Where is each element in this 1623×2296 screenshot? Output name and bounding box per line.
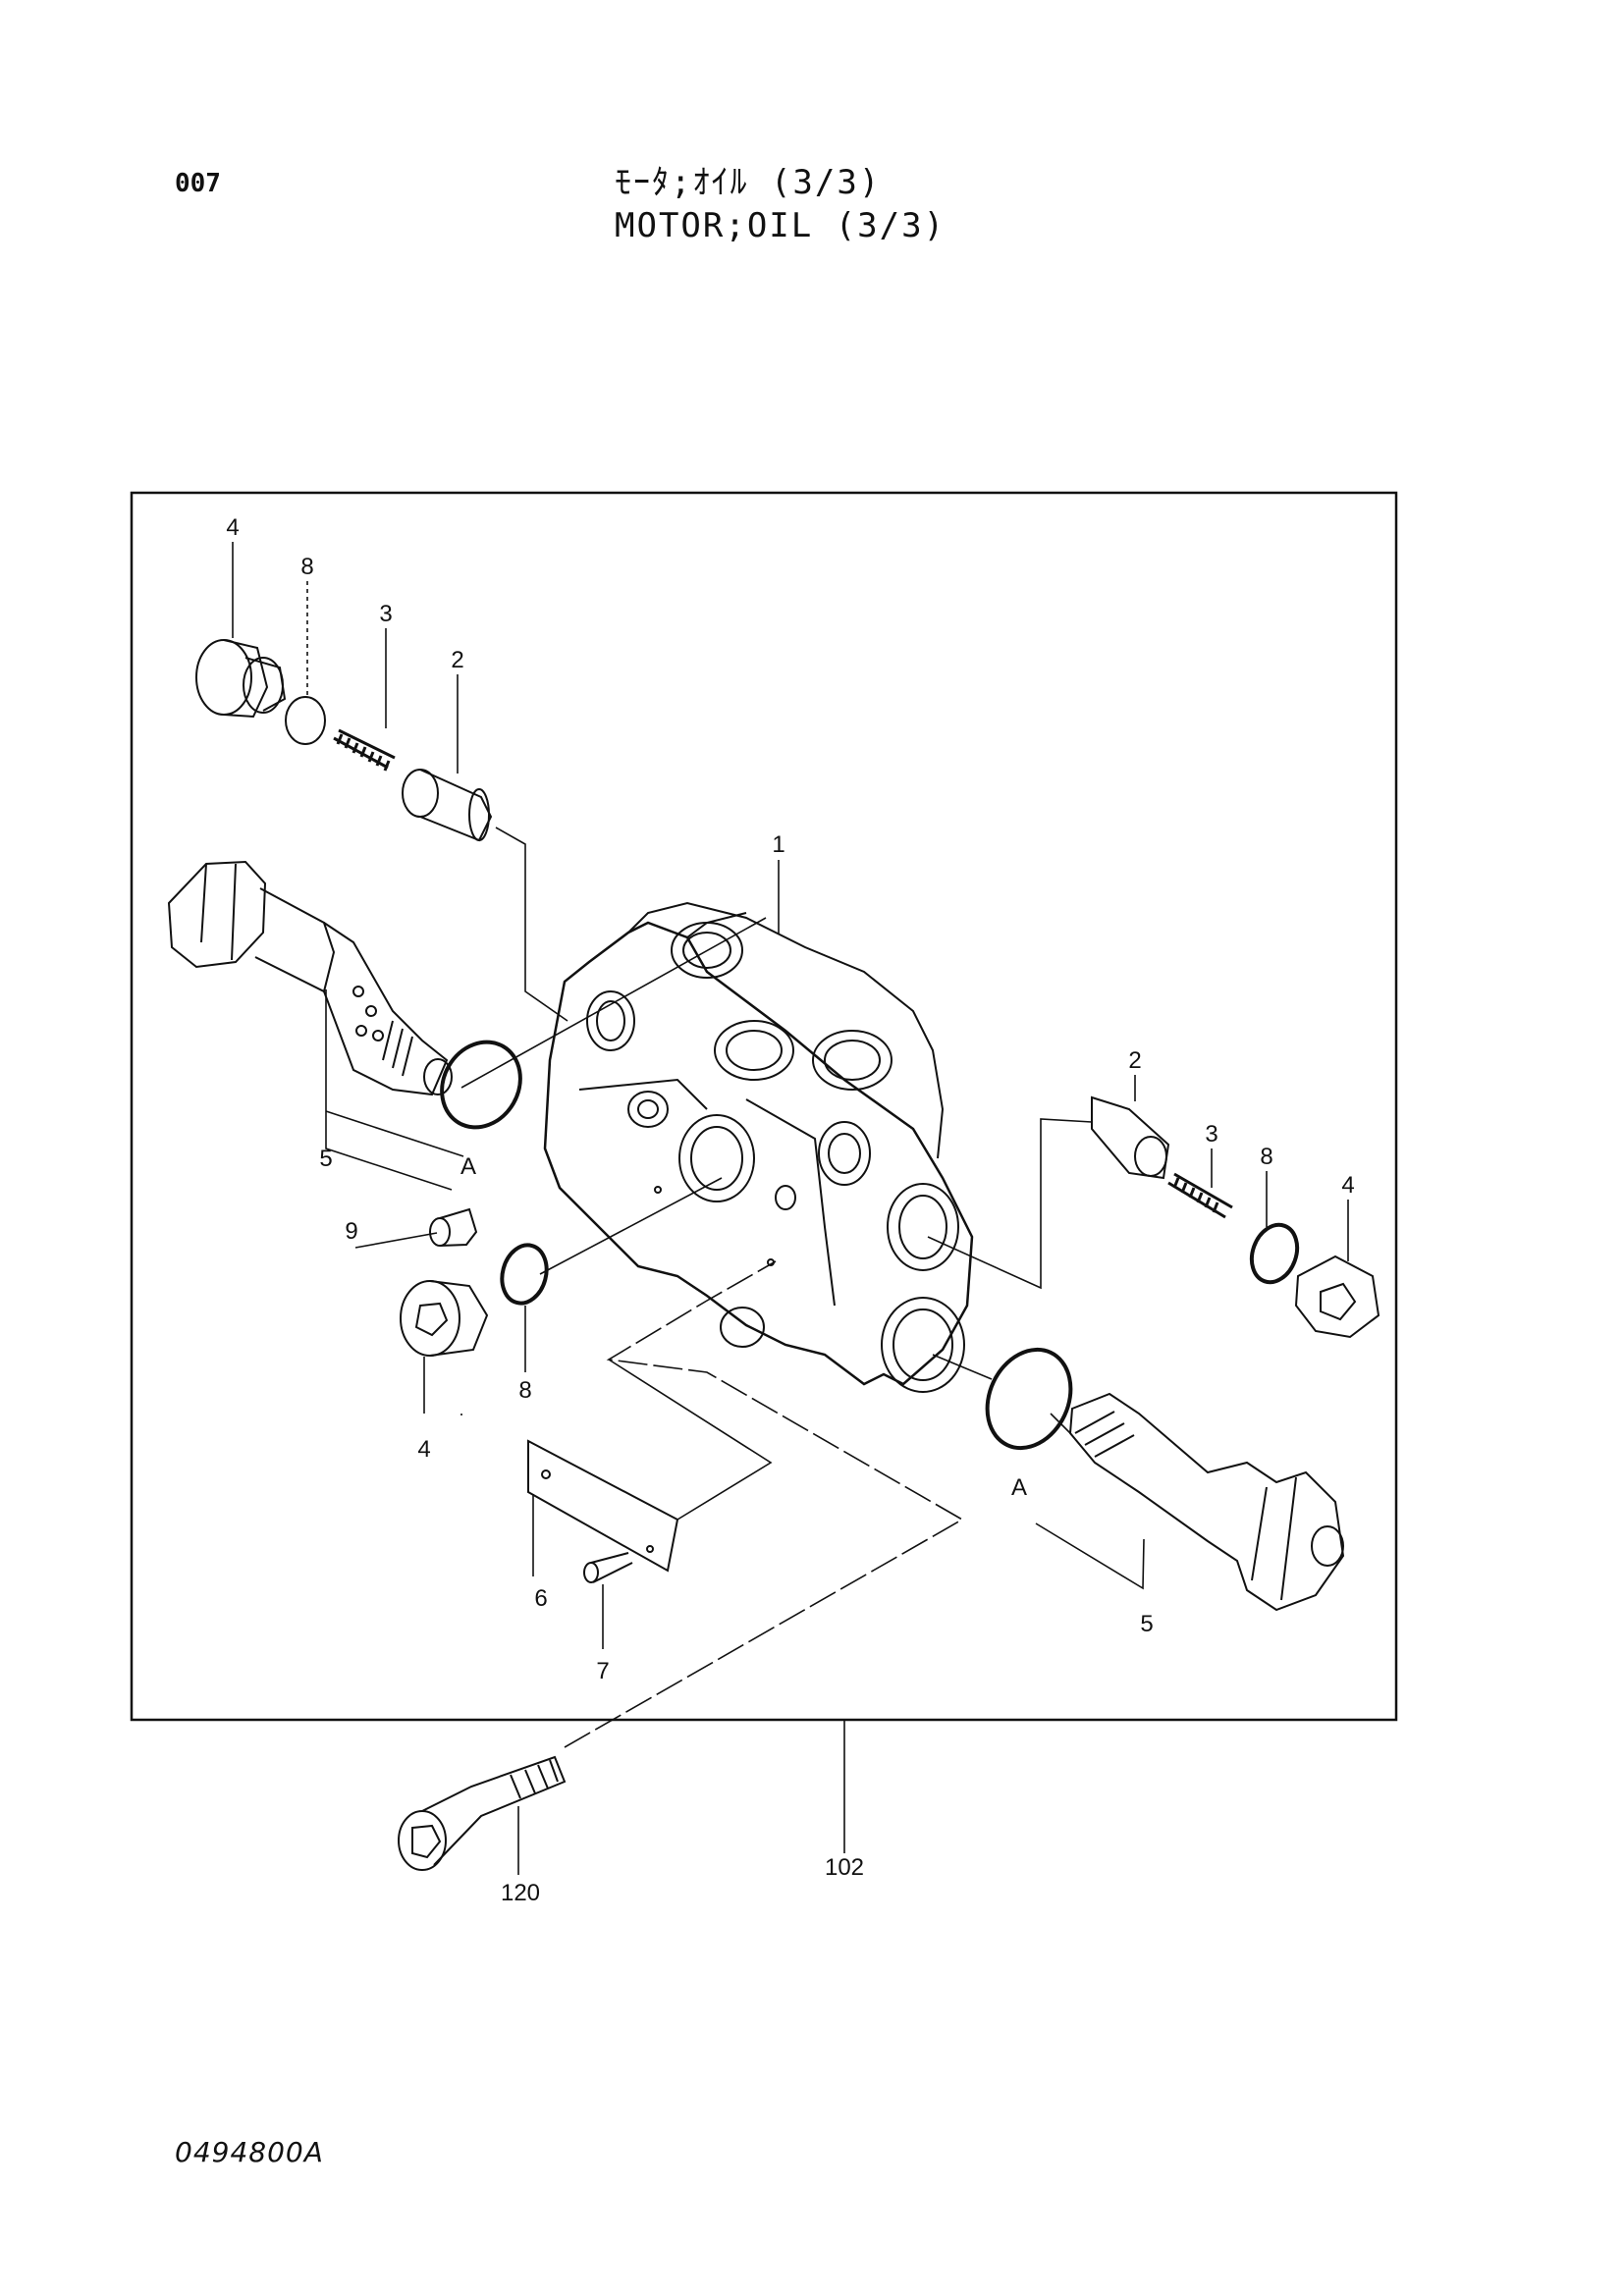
callout-9: 9	[345, 1218, 357, 1245]
title-english: MOTOR;OIL (3/3)	[615, 206, 947, 245]
callout-4-right: 4	[1341, 1172, 1354, 1199]
plug-part-4-right	[1294, 1255, 1380, 1339]
callout-8-upper-left: 8	[300, 554, 313, 580]
title-japanese: ﾓｰﾀ;ｵｲﾙ (3/3)	[615, 163, 882, 202]
callout-5-left: 5	[319, 1146, 332, 1172]
callout-a-left: A	[460, 1153, 476, 1180]
callout-8-right: 8	[1260, 1144, 1272, 1170]
o-ring-part-8-upper-left	[285, 696, 326, 745]
leader-lines	[232, 542, 1349, 1875]
plug-part-9	[429, 1207, 478, 1247]
o-ring-part-a-left	[440, 1040, 522, 1130]
plug-part-4-upper-left	[195, 639, 287, 719]
o-ring-part-8-right	[1249, 1222, 1300, 1285]
bolt-part-120	[398, 1755, 567, 1871]
diagram-frame	[130, 491, 1398, 1722]
callout-102: 102	[825, 1854, 864, 1881]
callout-4-upper-left: 4	[226, 514, 239, 541]
callout-6: 6	[534, 1585, 547, 1612]
valve-body-part-1	[543, 901, 974, 1393]
callout-3-right: 3	[1205, 1121, 1217, 1148]
relief-valve-part-5-left	[167, 860, 453, 1096]
callout-8-lower-left: 8	[518, 1377, 531, 1404]
callout-4-lower-left: 4	[417, 1436, 430, 1463]
callout-120: 120	[501, 1880, 540, 1906]
relief-valve-part-5-right	[1068, 1392, 1345, 1612]
callout-labels: 4 8 3 2 1 2 3 8 4 5 A 9 8 4 A 6 5 7 102 …	[226, 514, 1354, 1906]
spring-part-3-upper-left	[333, 728, 396, 772]
callout-7: 7	[596, 1658, 609, 1684]
callout-2-right: 2	[1128, 1047, 1141, 1074]
callout-1: 1	[772, 831, 784, 858]
poppet-part-2-right	[1091, 1095, 1170, 1180]
nameplate-part-6	[527, 1439, 679, 1573]
page-number: 007	[175, 169, 221, 198]
poppet-part-2-upper-left	[402, 769, 493, 842]
callout-3-upper-left: 3	[379, 601, 392, 627]
callout-2-upper-left: 2	[451, 647, 463, 673]
callout-a-right: A	[1011, 1474, 1027, 1501]
callout-5-right: 5	[1140, 1611, 1153, 1637]
o-ring-part-a-right	[985, 1347, 1073, 1451]
document-code: 0494800A	[175, 2136, 324, 2168]
spring-part-3-right	[1167, 1172, 1233, 1219]
screw-part-7	[583, 1545, 654, 1583]
o-ring-part-8-lower-left	[500, 1243, 549, 1306]
plug-part-4-lower-left	[400, 1280, 489, 1357]
